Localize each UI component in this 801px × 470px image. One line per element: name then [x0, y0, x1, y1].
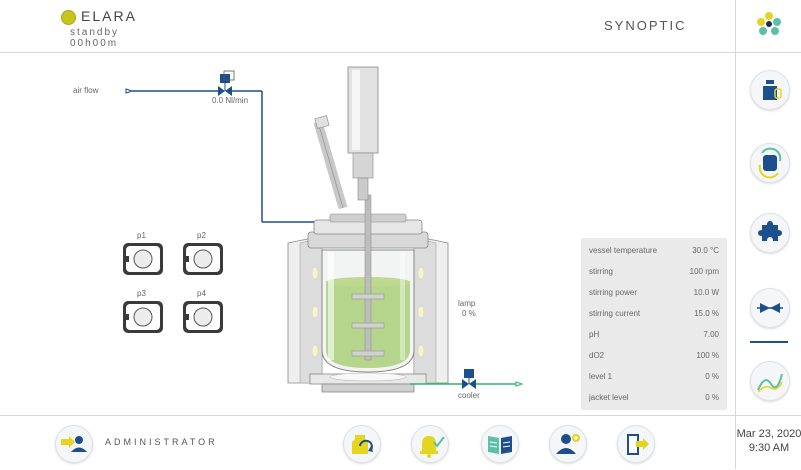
measurement-row: level 1 0 % [589, 366, 719, 386]
pump-p1-icon[interactable] [123, 243, 163, 275]
synoptic-view: air flow 0.0 Nl/min p1 p2 p3 p4 lamp 0 %… [0, 53, 735, 415]
pump-p2-label: p2 [197, 231, 206, 240]
measurement-row: stirring 100 rpm [589, 261, 719, 281]
air-flow-line [125, 88, 322, 223]
pump-p1-label: p1 [137, 231, 146, 240]
current-time: 9:30 AM [748, 442, 790, 454]
puzzle-icon [758, 221, 782, 241]
pump-p4-icon[interactable] [183, 301, 223, 333]
measurement-label: stirring current [589, 309, 641, 318]
measurement-label: dO2 [589, 351, 605, 360]
cooler-valve-icon[interactable] [462, 369, 476, 389]
run-status: standby [70, 27, 120, 38]
header: ELARA standby 00h00m SYNOPTIC [0, 0, 735, 53]
user-settings-button[interactable] [549, 425, 587, 463]
ph-probe [313, 115, 348, 210]
measurement-value: 0 % [705, 393, 719, 402]
measurement-row: stirring current 15.0 % [589, 303, 719, 323]
cooler-line [410, 381, 524, 387]
logout-button[interactable] [617, 425, 655, 463]
process-nav-button[interactable] [750, 143, 790, 183]
flower-menu-icon [757, 12, 781, 35]
user-login-icon [61, 436, 87, 452]
user-gear-icon [556, 434, 580, 454]
air-flow-value: 0.0 Nl/min [212, 96, 249, 105]
pump-p3-icon[interactable] [123, 301, 163, 333]
measurement-row: stirring power 10.0 W [589, 282, 719, 302]
air-valve-icon[interactable] [218, 70, 235, 96]
trends-nav-button[interactable] [750, 361, 790, 401]
measurement-value: 30.0 °C [692, 246, 719, 255]
book-icon [488, 436, 512, 454]
exit-door-icon [627, 434, 649, 455]
current-date: Mar 23, 2020 [736, 428, 801, 440]
app-name: ELARA [81, 8, 137, 24]
cooler-label: cooler [458, 391, 480, 400]
recipe-button[interactable] [343, 425, 381, 463]
measurement-value: 0 % [705, 372, 719, 381]
login-button[interactable] [55, 425, 93, 463]
measurement-label: pH [589, 330, 600, 339]
menu-button[interactable] [736, 0, 801, 53]
lamp-label: lamp [458, 299, 476, 308]
measurement-label: level 1 [589, 372, 613, 381]
bottle-cycle-icon [352, 435, 373, 454]
measurement-value: 100 % [696, 351, 719, 360]
brand-logo-icon [61, 10, 76, 25]
page-title: SYNOPTIC [604, 18, 687, 33]
trend-chart-icon [757, 373, 783, 393]
right-sidebar: Mar 23, 2020 9:30 AM [735, 0, 801, 469]
lamp-value: 0 % [462, 309, 476, 318]
measurement-row: pH 7.00 [589, 324, 719, 344]
measurement-row: dO2 100 % [589, 345, 719, 365]
measurement-value: 7.00 [703, 330, 719, 339]
measurement-label: stirring [589, 267, 614, 276]
measurement-row: vessel temperature 30.0 °C [589, 240, 719, 260]
measurement-label: stirring power [589, 288, 638, 297]
measurement-panel: vessel temperature 30.0 °C stirring 100 … [581, 238, 727, 410]
bottle-icon [763, 80, 782, 100]
pump-p3-label: p3 [137, 289, 146, 298]
footer-toolbar: ADMINISTRATOR [0, 415, 735, 470]
bell-check-icon [420, 436, 445, 458]
measurement-value: 10.0 W [693, 288, 719, 297]
clock: Mar 23, 2020 9:30 AM [736, 415, 801, 470]
measurement-label: vessel temperature [589, 246, 658, 255]
user-role: ADMINISTRATOR [105, 437, 218, 447]
synoptic-nav-button[interactable] [750, 288, 790, 328]
modules-nav-button[interactable] [750, 213, 790, 253]
measurement-row: jacket level 0 % [589, 387, 719, 407]
vessel-cycle-icon [758, 147, 782, 179]
reactor-base [309, 372, 427, 393]
pump-p4-label: p4 [197, 289, 206, 298]
synoptic-diagram [123, 66, 524, 393]
air-flow-label: air flow [73, 86, 99, 95]
alarm-ack-button[interactable] [411, 425, 449, 463]
pump-p2-icon[interactable] [183, 243, 223, 275]
measurement-value: 100 rpm [689, 267, 719, 276]
active-nav-indicator [750, 341, 788, 343]
vessel-nav-button[interactable] [750, 70, 790, 110]
run-timer: 00h00m [70, 38, 119, 49]
stirrer-motor [347, 66, 379, 201]
measurement-label: jacket level [589, 393, 629, 402]
measurement-value: 15.0 % [694, 309, 719, 318]
logbook-button[interactable] [481, 425, 519, 463]
valve-icon [757, 303, 783, 313]
